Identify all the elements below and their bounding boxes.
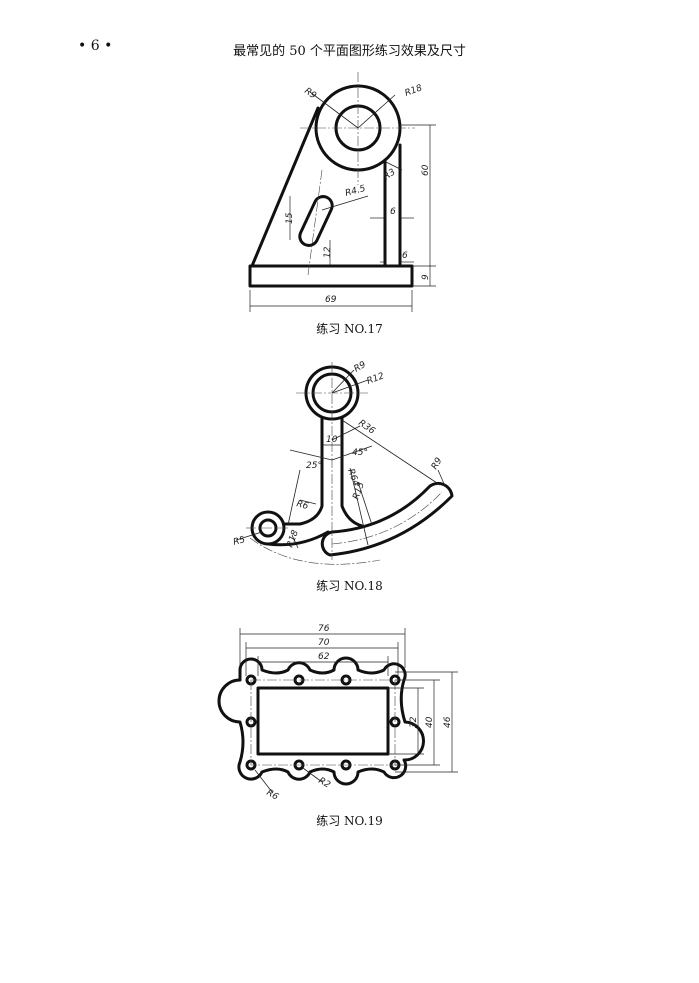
angle-45: 45° xyxy=(352,448,368,458)
dim-r9-arm: R9 xyxy=(430,456,445,472)
drawing-no19: 76 70 62 32 40 46 R2 R6 xyxy=(217,624,458,803)
dim-32: 32 xyxy=(409,716,419,728)
page-number: • 6 • xyxy=(78,38,113,54)
dim-12: 12 xyxy=(323,246,333,258)
dim-15: 15 xyxy=(285,212,295,224)
dim-r6: R6 xyxy=(265,788,281,803)
dim-r6: R6 xyxy=(295,499,309,512)
slot xyxy=(298,195,334,247)
dim-60: 60 xyxy=(421,164,431,176)
caption-no19: 练习 NO.19 xyxy=(316,814,383,828)
dim-6b: 6 xyxy=(402,251,408,261)
drawing-no18: R9 R12 R36 10 45° 25° R64 R15 R9 R6 R5 R… xyxy=(232,360,454,565)
dim-70: 70 xyxy=(318,638,330,648)
dim-r5: R5 xyxy=(232,535,246,548)
dim-62: 62 xyxy=(318,652,330,662)
dim-r9-top: R9 xyxy=(353,360,369,375)
dim-r45: R4.5 xyxy=(344,184,367,199)
drawing-no17: R9 R18 R3 R4.5 15 12 6 6 60 9 69 xyxy=(248,72,436,312)
dim-69: 69 xyxy=(325,295,337,305)
dim-r2: R2 xyxy=(317,776,333,791)
dim-46: 46 xyxy=(443,716,453,728)
dim-9: 9 xyxy=(421,274,431,280)
caption-no17: 练习 NO.17 xyxy=(316,322,383,336)
right-arm xyxy=(320,481,454,557)
scalloped-frame xyxy=(217,656,425,786)
dim-6a: 6 xyxy=(390,207,396,217)
dim-r9: R9 xyxy=(302,86,318,101)
inner-window xyxy=(256,686,390,756)
dim-10: 10 xyxy=(326,435,338,445)
angle-25: 25° xyxy=(306,461,322,471)
base-plate xyxy=(248,264,414,288)
dim-r12: R12 xyxy=(366,371,386,387)
caption-no18: 练习 NO.18 xyxy=(316,579,383,593)
dim-40: 40 xyxy=(425,716,435,728)
page-header-title: 最常见的 50 个平面图形练习效果及尺寸 xyxy=(233,44,466,59)
dim-r36: R36 xyxy=(356,418,376,437)
dim-r18: R18 xyxy=(404,83,424,99)
dim-76: 76 xyxy=(318,624,330,634)
dim-r18: R18 xyxy=(285,529,301,549)
